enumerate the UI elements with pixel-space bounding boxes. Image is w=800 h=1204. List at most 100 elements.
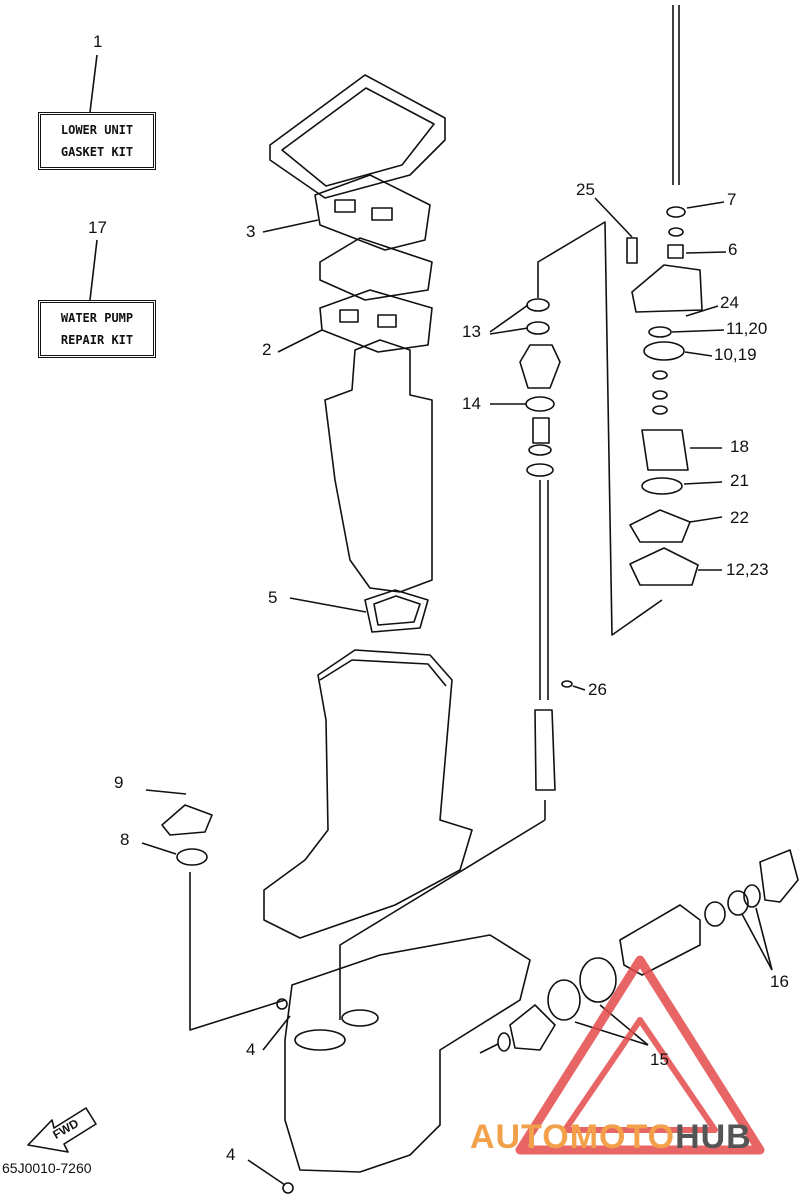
watermark-part1: AUTOMOTO <box>470 1118 676 1156</box>
prop-shaft-housing <box>619 904 701 976</box>
leader-4a <box>262 1015 291 1051</box>
leader-7 <box>686 201 725 209</box>
bearing-housing <box>519 344 561 389</box>
washer <box>526 463 554 477</box>
gasket-3-hole <box>334 199 356 213</box>
leader-22 <box>689 516 723 523</box>
small-ring <box>652 390 668 400</box>
leader-5 <box>289 597 367 613</box>
leader-1 <box>89 54 98 113</box>
callout-24: 24 <box>720 293 739 312</box>
gasket-2 <box>319 289 433 353</box>
leader-8 <box>141 842 177 855</box>
callout-12-23: 12,23 <box>726 560 769 579</box>
part-9 <box>161 804 213 836</box>
impeller-21 <box>641 477 683 495</box>
callout-26: 26 <box>588 680 607 699</box>
callout-25: 25 <box>576 180 595 199</box>
plate-22 <box>629 509 691 543</box>
gasket-5-inner <box>373 595 421 626</box>
lower-casing-port <box>294 1029 346 1051</box>
bearing-13-bottom <box>526 321 550 335</box>
small-ring <box>652 370 668 380</box>
seal-15 <box>547 979 581 1021</box>
bearing <box>704 901 726 927</box>
lower-casing <box>284 934 531 1173</box>
callout-13: 13 <box>462 322 481 341</box>
part-code: 65J0010-7260 <box>2 1160 92 1176</box>
gasket-3-hole <box>371 207 393 221</box>
pin <box>479 1043 499 1054</box>
leader-15 <box>574 1021 649 1046</box>
watermark-triangle <box>515 955 765 1155</box>
leader-21 <box>683 481 723 485</box>
seal-15 <box>579 957 617 1003</box>
leader-17 <box>89 239 98 301</box>
callout-14: 14 <box>462 394 481 413</box>
callout-22: 22 <box>730 508 749 527</box>
kit-line: GASKET KIT <box>60 145 134 159</box>
callout-18: 18 <box>730 437 749 456</box>
kit-number-17: 17 <box>88 218 107 237</box>
callout-4-lower: 4 <box>226 1145 236 1164</box>
o-ring-14 <box>525 396 555 412</box>
bolt-25 <box>626 237 638 264</box>
upper-casing-rim <box>319 659 447 687</box>
leader-11-20 <box>671 329 725 333</box>
callout-4: 4 <box>246 1040 256 1059</box>
callout-2: 2 <box>262 340 272 359</box>
gasket-2-hole <box>377 314 397 328</box>
leader-2 <box>277 329 323 353</box>
kit-number-1: 1 <box>93 32 103 51</box>
leader-13 <box>489 304 529 333</box>
kit-box-lower-unit: LOWER UNIT GASKET KIT <box>38 112 156 170</box>
small-ring <box>652 405 668 415</box>
top-cover <box>269 74 446 199</box>
bearing-16 <box>743 884 761 908</box>
callout-8: 8 <box>120 830 130 849</box>
leader-24 <box>685 305 719 317</box>
leader-16 <box>741 913 773 971</box>
gasket-12-23 <box>629 547 699 586</box>
drive-shaft-spline <box>534 709 556 791</box>
sleeve <box>532 417 550 444</box>
part-7-ring <box>668 227 684 237</box>
callout-15: 15 <box>650 1050 669 1069</box>
seal-10-19 <box>643 341 685 361</box>
fwd-arrow <box>27 1107 97 1153</box>
leader-25 <box>594 197 633 238</box>
upper-casing <box>263 649 473 939</box>
callout-10-19: 10,19 <box>714 345 757 364</box>
leader-3 <box>262 219 319 233</box>
insert-18 <box>641 429 689 471</box>
gear <box>509 1004 556 1051</box>
callout-21: 21 <box>730 471 749 490</box>
kit-line: REPAIR KIT <box>60 333 134 347</box>
gasket-3 <box>314 174 431 251</box>
leader-9 <box>145 789 187 795</box>
watermark-part2: HUB <box>675 1118 752 1156</box>
leader-26 <box>572 685 586 691</box>
cap <box>759 849 799 903</box>
callout-11-20: 11,20 <box>726 319 768 338</box>
shaft-route <box>537 221 663 636</box>
callout-6: 6 <box>728 240 738 259</box>
leader-6 <box>685 251 727 254</box>
gasket-2-hole <box>339 309 359 323</box>
kit-box-water-pump: WATER PUMP REPAIR KIT <box>38 300 156 358</box>
callout-16: 16 <box>770 972 789 991</box>
lower-casing-port <box>341 1009 379 1027</box>
cable-route <box>189 999 286 1031</box>
washer <box>528 444 552 456</box>
washer <box>497 1032 511 1052</box>
leader-10-19 <box>684 351 713 357</box>
leader-13 <box>489 327 529 335</box>
callout-7: 7 <box>727 190 737 209</box>
leader-16 <box>755 907 773 971</box>
callout-3: 3 <box>246 222 256 241</box>
spacer-plate <box>319 237 433 301</box>
exhaust-guide <box>324 339 433 593</box>
pump-housing <box>631 264 703 313</box>
